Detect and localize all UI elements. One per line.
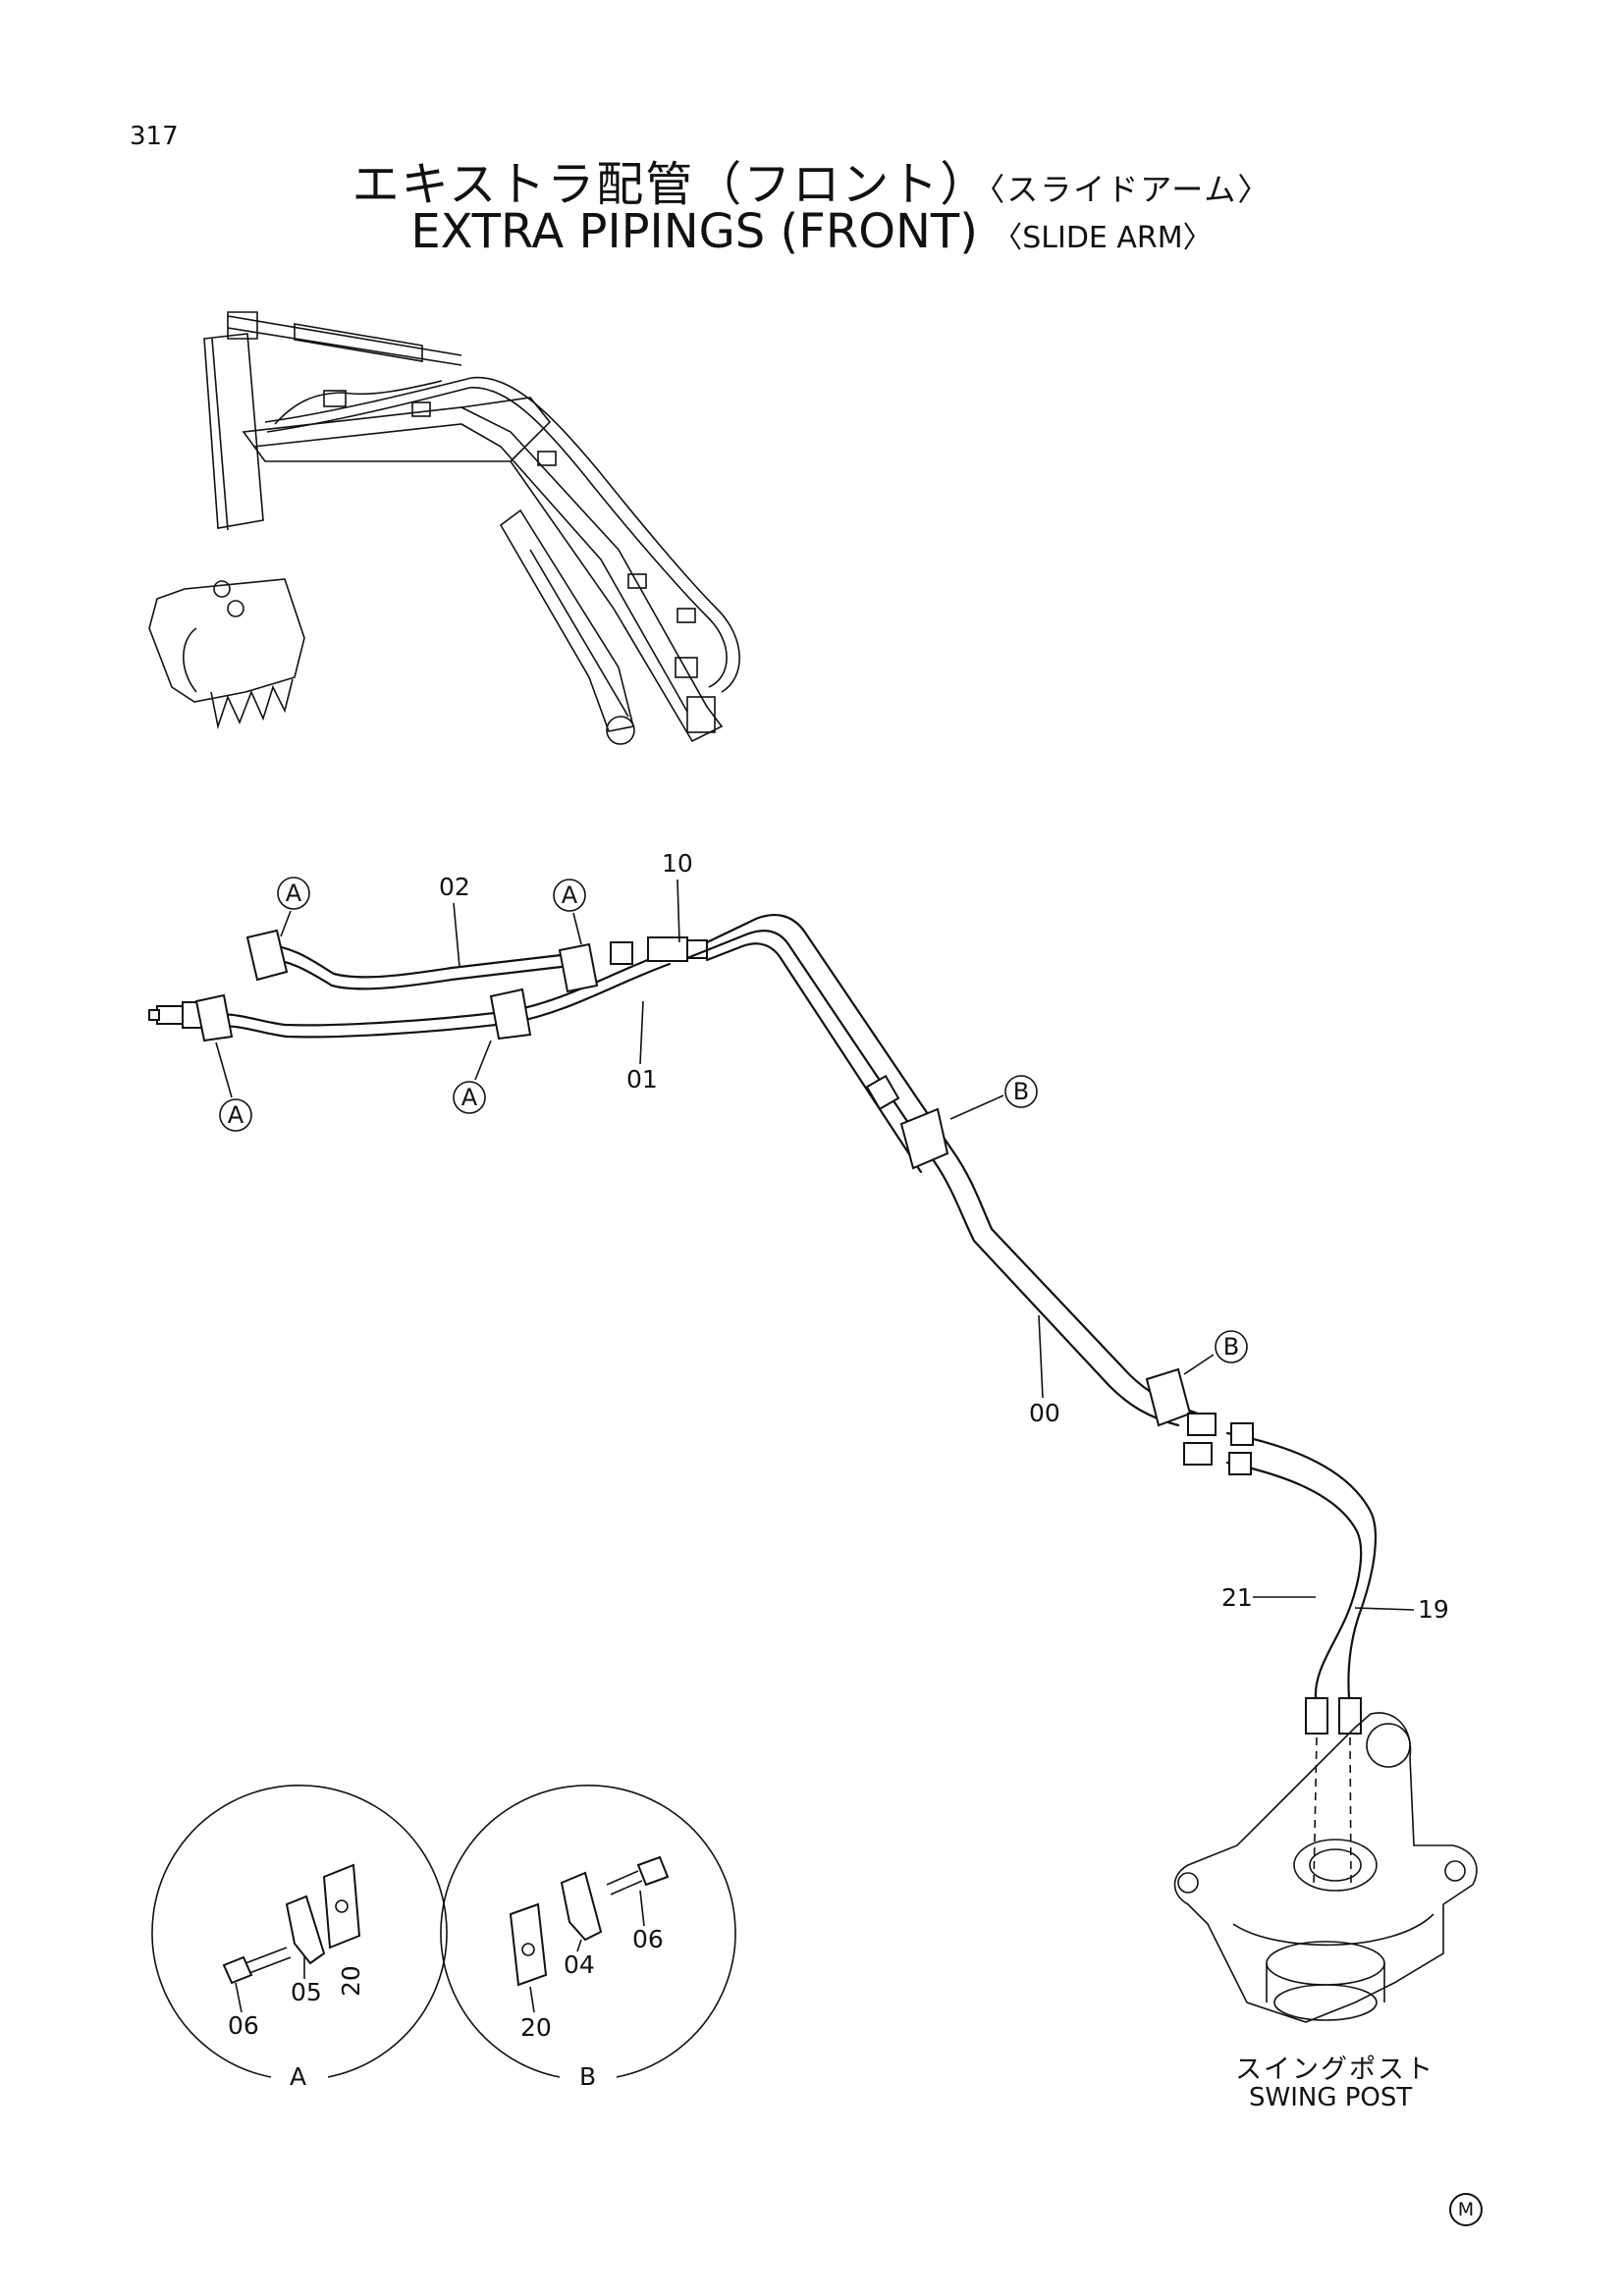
title-english: EXTRA PIPINGS (FRONT) 〈SLIDE ARM〉 <box>0 204 1623 259</box>
detail-a: A 06 05 20 <box>151 1785 448 2091</box>
detail-a-part-05: 05 <box>291 1978 322 2006</box>
svg-text:B: B <box>1013 1078 1029 1105</box>
title-japanese-main: エキストラ配管（フロント） <box>352 157 990 212</box>
part-19-label: 19 <box>1418 1595 1449 1624</box>
detail-a-part-06: 06 <box>228 2011 259 2040</box>
detail-b-part-20: 20 <box>520 2013 552 2042</box>
svg-text:B: B <box>1223 1333 1239 1361</box>
detail-a-label: A <box>290 2062 306 2091</box>
detail-b-label: B <box>579 2062 596 2091</box>
svg-text:A: A <box>228 1101 244 1129</box>
title-english-sub: 〈SLIDE ARM〉 <box>993 221 1213 255</box>
part-01-label: 01 <box>626 1065 658 1094</box>
callout-a-3: A <box>215 1041 252 1132</box>
part-00-label: 00 <box>1029 1399 1060 1427</box>
callout-b-2: B <box>1183 1330 1248 1375</box>
part-02-label: 02 <box>439 873 470 901</box>
excavator-overview <box>148 311 740 745</box>
swing-post-label-en: SWING POST <box>1249 2083 1413 2112</box>
detail-a-part-20: 20 <box>337 1965 365 1997</box>
title-english-main: EXTRA PIPINGS (FRONT) <box>410 204 978 259</box>
piping-assembly <box>148 914 1378 1735</box>
callout-a-1: A <box>277 877 310 937</box>
m-mark-icon: M <box>1449 2193 1483 2226</box>
svg-text:A: A <box>461 1084 478 1111</box>
title-japanese-sub: 〈スライドアーム〉 <box>989 171 1271 208</box>
part-21-label: 21 <box>1221 1583 1253 1612</box>
svg-text:A: A <box>286 880 302 907</box>
detail-b-part-06: 06 <box>632 1925 664 1953</box>
swing-post-label-jp: スイングポスト <box>1235 2055 1434 2085</box>
callout-b-1: B <box>949 1075 1038 1120</box>
page-number: 317 <box>130 122 179 151</box>
part-10-label: 10 <box>662 849 693 878</box>
swing-post <box>1173 1712 1478 2023</box>
detail-b-part-04: 04 <box>564 1950 595 1979</box>
callout-a-4: A <box>453 1040 492 1114</box>
title-japanese: エキストラ配管（フロント）〈スライドアーム〉 <box>0 145 1623 214</box>
detail-b: B 06 04 20 <box>440 1785 736 2091</box>
svg-text:A: A <box>562 881 578 909</box>
callout-a-2: A <box>553 879 586 945</box>
